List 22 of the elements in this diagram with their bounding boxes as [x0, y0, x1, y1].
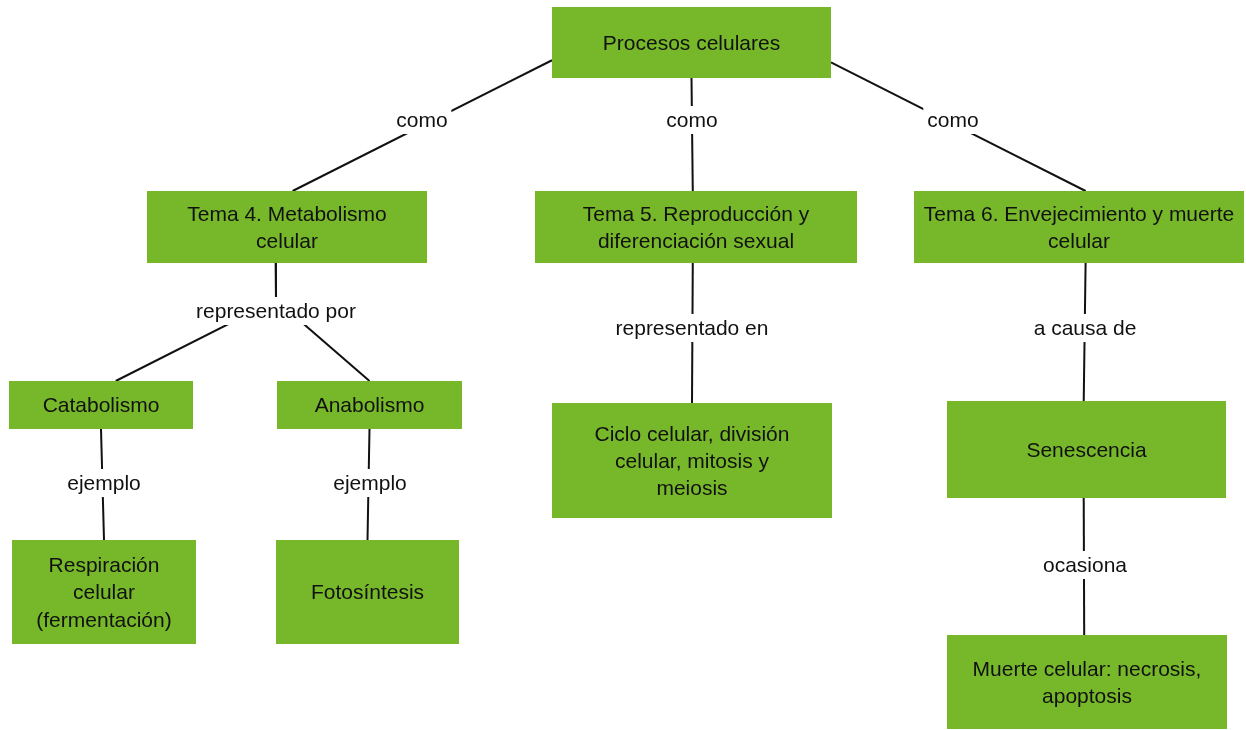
- concept-box: [552, 403, 832, 518]
- concept-box: [914, 191, 1244, 263]
- concept-text: Tema 6. Envejecimiento y muerte celular: [922, 200, 1236, 254]
- concept-box: [947, 635, 1227, 729]
- concept-text: Tema 4. Metabolismo celular: [186, 200, 388, 254]
- concept-text: Fotosíntesis: [310, 579, 425, 606]
- concept-box: [276, 540, 459, 644]
- concept-box: [277, 381, 462, 429]
- concept-text: Ciclo celular, división celular, mitosis y meiosis: [593, 420, 791, 502]
- concept-box: [12, 540, 196, 644]
- concept-text: Senescencia: [1026, 436, 1147, 463]
- concept-box: [552, 7, 831, 78]
- concept-text: Procesos celulares: [602, 29, 781, 56]
- concept-text: Catabolismo: [42, 392, 160, 419]
- concept-text: Respiración celular (fermentación): [35, 552, 173, 633]
- concept-box: [147, 191, 427, 263]
- concept-text: Anabolismo: [314, 392, 425, 419]
- concept-box: [947, 401, 1226, 498]
- concept-text: Muerte celular: necrosis, apoptosis: [972, 655, 1202, 709]
- concept-text: Tema 5. Reproducción y diferenciación sexual: [581, 200, 811, 254]
- concept-box: [9, 381, 193, 429]
- concept-box: [535, 191, 857, 263]
